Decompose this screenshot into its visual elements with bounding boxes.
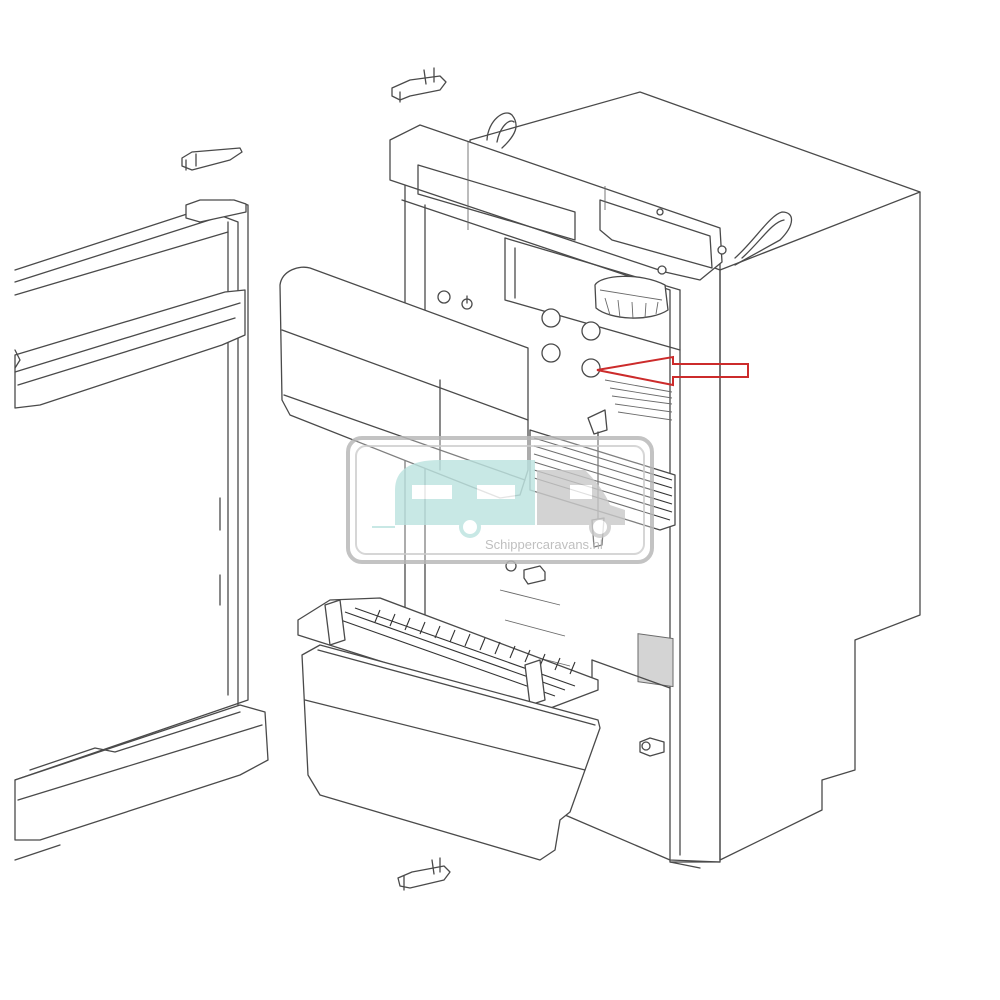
watermark-inner-frame [355, 445, 645, 555]
car-window [570, 485, 592, 499]
caravan-wheel-icon [459, 516, 481, 538]
caravan-window [477, 485, 515, 499]
caravan-icon [395, 460, 535, 525]
temperature-knob [581, 358, 601, 378]
arrow-icon [596, 355, 749, 387]
red-arrow-indicator [596, 355, 749, 387]
bottom-hinge [397, 857, 451, 891]
watermark-logo: Schippercaravans.nl [346, 436, 654, 564]
top-door-hinge [181, 147, 243, 171]
fridge-door [14, 199, 269, 861]
caravan-window [412, 485, 452, 499]
wire-shelf [529, 429, 676, 531]
car-wheel-icon [589, 516, 611, 538]
crisper-drawer [297, 597, 601, 861]
top-body-hinge [391, 67, 447, 103]
watermark-text: Schippercaravans.nl [485, 537, 603, 552]
